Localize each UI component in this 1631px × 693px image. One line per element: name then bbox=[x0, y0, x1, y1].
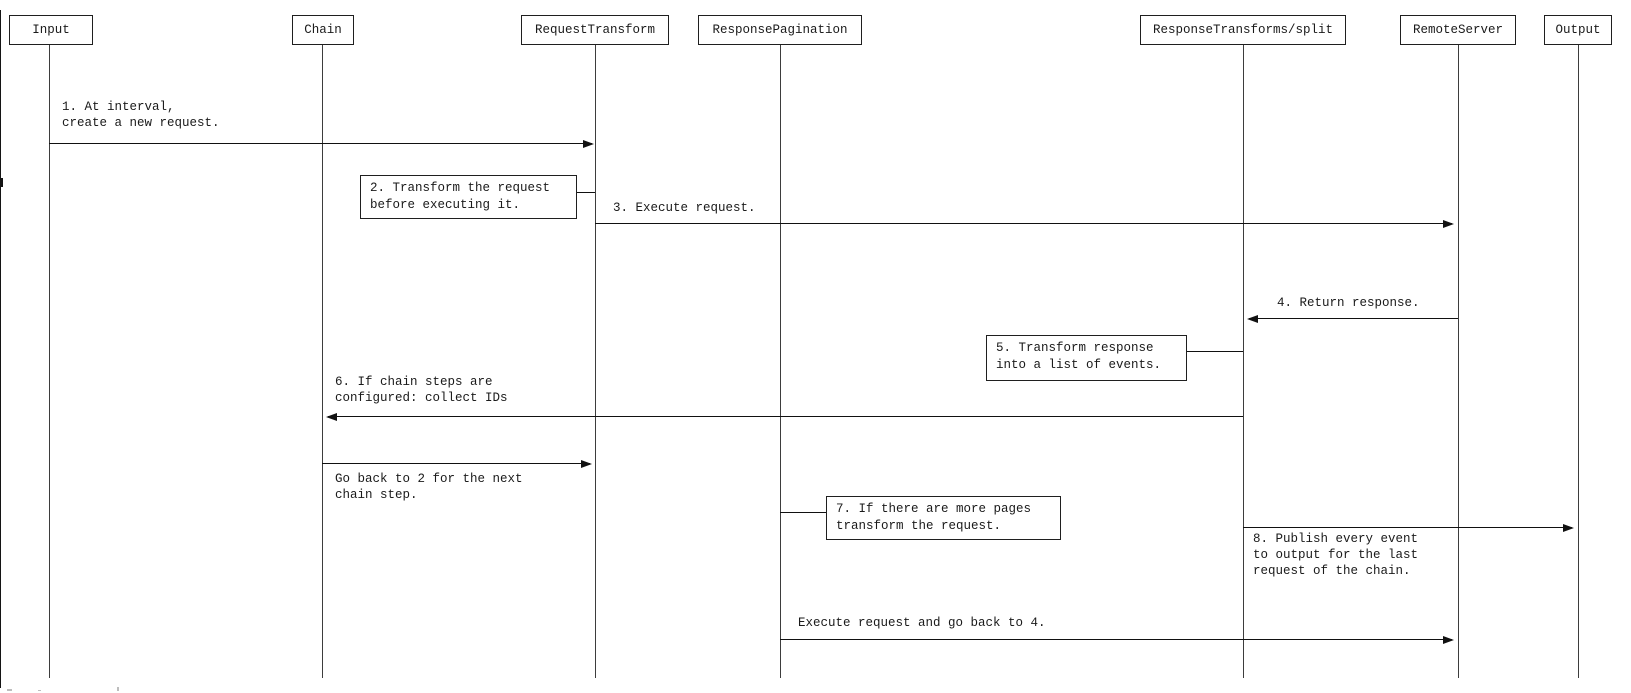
msg-1-create-request-label: 1. At interval, create a new request. bbox=[62, 100, 220, 130]
participant-box-output: Output bbox=[1544, 15, 1612, 45]
participant-box-responsetransforms-split: ResponseTransforms/split bbox=[1140, 15, 1346, 45]
msg-go-back-to-2-arrowhead-icon bbox=[581, 460, 592, 468]
msg-go-back-to-2-line bbox=[322, 463, 590, 464]
msg-4-return-response-arrowhead-icon bbox=[1247, 315, 1258, 323]
msg-8-publish-events-line bbox=[1243, 527, 1572, 528]
msg-go-back-to-2-label: Go back to 2 for the next chain step. bbox=[335, 472, 523, 502]
msg-execute-go-back-4-line bbox=[780, 639, 1452, 640]
note-7-more-pages: 7. If there are more pages transform the… bbox=[826, 496, 1061, 540]
msg-4-return-response-label: 4. Return response. bbox=[1277, 296, 1420, 310]
bottom-edge-artifact-0 bbox=[7, 689, 12, 691]
lifeline-responsetransforms-split bbox=[1243, 45, 1244, 678]
lifeline-input bbox=[49, 45, 50, 678]
lifeline-requesttransform bbox=[595, 45, 596, 678]
note-5-transform-response: 5. Transform response into a list of eve… bbox=[986, 335, 1187, 381]
participant-box-input: Input bbox=[9, 15, 93, 45]
msg-1-create-request-line bbox=[49, 143, 592, 144]
msg-3-execute-request-label: 3. Execute request. bbox=[613, 201, 756, 215]
msg-6-collect-ids-arrowhead-icon bbox=[326, 413, 337, 421]
msg-3-execute-request-arrowhead-icon bbox=[1443, 220, 1454, 228]
left-edge-tick bbox=[0, 178, 3, 187]
msg-execute-go-back-4-label: Execute request and go back to 4. bbox=[798, 616, 1046, 630]
lifeline-chain bbox=[322, 45, 323, 678]
lifeline-responsepagination bbox=[780, 45, 781, 678]
msg-execute-go-back-4-arrowhead-icon bbox=[1443, 636, 1454, 644]
msg-3-execute-request-line bbox=[595, 223, 1452, 224]
msg-6-collect-ids-line bbox=[328, 416, 1243, 417]
participant-box-chain: Chain bbox=[292, 15, 354, 45]
note-7-more-pages-connector bbox=[780, 512, 826, 513]
msg-6-collect-ids-label: 6. If chain steps are configured: collec… bbox=[335, 375, 508, 405]
participant-box-requesttransform: RequestTransform bbox=[521, 15, 669, 45]
note-5-transform-response-connector bbox=[1187, 351, 1243, 352]
window-left-border bbox=[0, 10, 1, 688]
lifeline-remoteserver bbox=[1458, 45, 1459, 678]
msg-8-publish-events-label: 8. Publish every event to output for the… bbox=[1253, 532, 1419, 578]
bottom-edge-artifact-2 bbox=[117, 687, 119, 691]
note-2-transform-request-connector bbox=[577, 192, 595, 193]
msg-4-return-response-line bbox=[1249, 318, 1458, 319]
msg-8-publish-events-arrowhead-icon bbox=[1563, 524, 1574, 532]
note-2-transform-request: 2. Transform the request before executin… bbox=[360, 175, 577, 219]
bottom-edge-artifact-1 bbox=[38, 690, 41, 691]
lifeline-output bbox=[1578, 45, 1579, 678]
msg-1-create-request-arrowhead-icon bbox=[583, 140, 594, 148]
participant-box-remoteserver: RemoteServer bbox=[1400, 15, 1516, 45]
participant-box-responsepagination: ResponsePagination bbox=[698, 15, 862, 45]
